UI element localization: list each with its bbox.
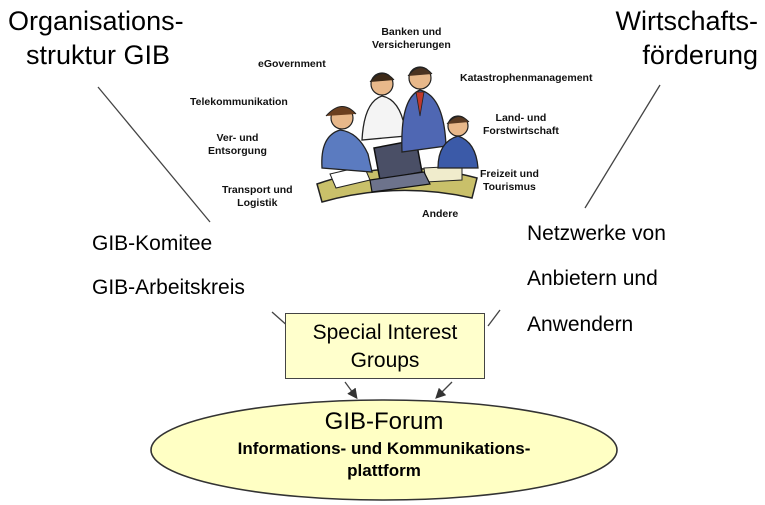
sector-freizeit-line-1: Freizeit und <box>480 168 539 180</box>
sector-banken-line-1: Banken und <box>381 26 442 38</box>
sector-land-forst: Land- und Forstwirtschaft <box>483 112 559 138</box>
left-title-line-2: struktur GIB <box>26 40 171 70</box>
right-title-line-1: Wirtschafts- <box>615 6 758 36</box>
right-to-box-line <box>487 309 501 327</box>
sector-telekommunikation: Telekommunikation <box>190 96 288 108</box>
gib-forum-text: GIB-Forum Informations- und Kommunikatio… <box>148 406 620 482</box>
forum-subtitle-line-1: Informations- und Kommunikations- <box>237 439 531 458</box>
sector-ver-line-2: Entsorgung <box>208 145 267 157</box>
right-item-3: Anwendern <box>527 313 634 336</box>
right-title: Wirtschafts- förderung <box>598 4 758 72</box>
special-interest-groups-box: Special Interest Groups <box>285 313 485 379</box>
sector-freizeit-tourismus: Freizeit und Tourismus <box>480 168 539 194</box>
sector-egovernment: eGovernment <box>258 58 326 70</box>
forum-title: GIB-Forum <box>324 408 444 435</box>
left-item-arbeitskreis: GIB-Arbeitskreis <box>92 276 245 299</box>
sector-andere: Andere <box>422 208 459 220</box>
sector-freizeit-line-2: Tourismus <box>483 181 536 193</box>
sig-box-line-2: Groups <box>350 349 420 372</box>
sector-banken: Banken und Versicherungen <box>372 26 451 52</box>
sector-ver-entsorgung: Ver- und Entsorgung <box>208 132 267 158</box>
right-item-2: Anbietern und <box>527 267 658 290</box>
left-item-komitee: GIB-Komitee <box>92 232 213 255</box>
sector-transport-line-2: Logistik <box>237 197 278 209</box>
sector-ver-line-1: Ver- und <box>216 132 259 144</box>
sector-transport-line-1: Transport und <box>222 184 293 196</box>
left-title: Organisations- struktur GIB <box>8 4 184 72</box>
business-people-clipart-icon <box>316 66 479 203</box>
sector-katastrophenmanagement: Katastrophenmanagement <box>460 72 593 84</box>
right-title-line-2: förderung <box>642 40 758 70</box>
forum-subtitle-line-2: plattform <box>347 461 421 480</box>
sector-transport-logistik: Transport und Logistik <box>222 184 293 210</box>
sector-land-line-1: Land- und <box>495 112 547 124</box>
left-diagonal-line <box>97 86 211 223</box>
sector-land-line-2: Forstwirtschaft <box>483 125 559 137</box>
sector-banken-line-2: Versicherungen <box>372 39 451 51</box>
arrow-left <box>344 381 358 400</box>
right-item-1: Netzwerke von <box>527 222 666 245</box>
arrow-right <box>435 381 453 399</box>
sig-box-line-1: Special Interest <box>312 321 458 344</box>
left-title-line-1: Organisations- <box>8 6 184 36</box>
right-diagonal-line <box>584 84 661 209</box>
gib-forum-ellipse <box>150 399 618 501</box>
